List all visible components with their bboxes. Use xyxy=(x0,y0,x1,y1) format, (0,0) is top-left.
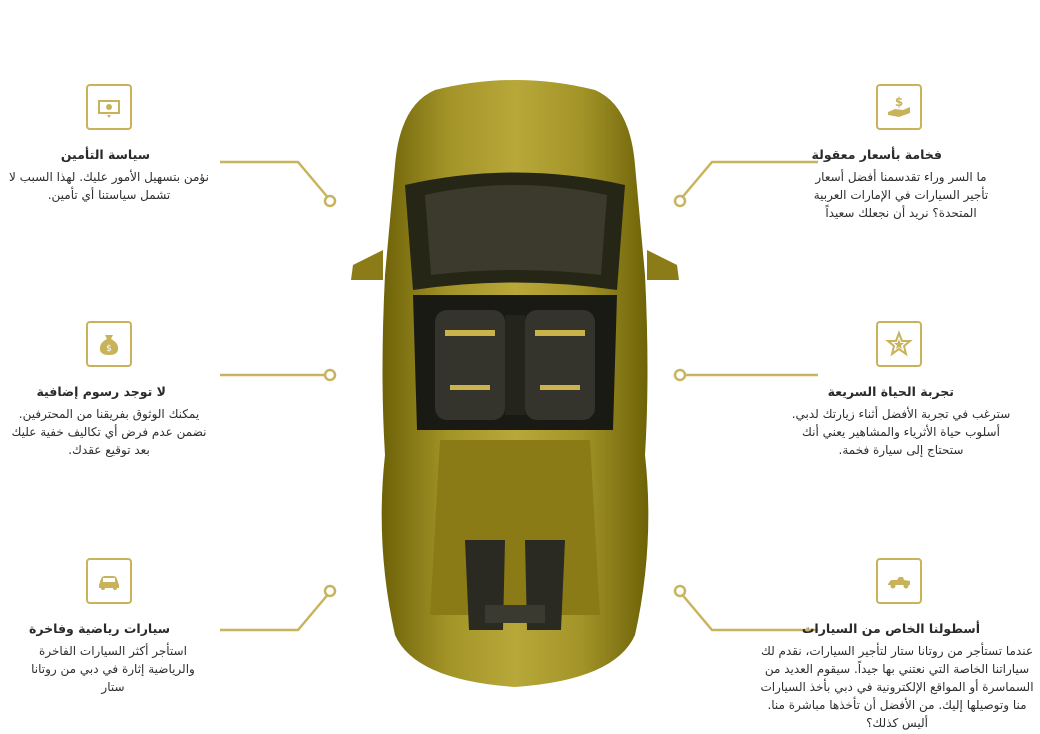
race-car-icon xyxy=(876,558,922,604)
feature-description: ما السر وراء تقدسمنا أفضل أسعار تأجير ال… xyxy=(813,170,989,220)
money-note-icon xyxy=(86,84,132,130)
feature-description: عندما تستأجر من روتانا ستار لتأجير السيا… xyxy=(760,644,1034,730)
car-icon xyxy=(86,558,132,604)
star-icon xyxy=(876,321,922,367)
feature-description: يمكنك الوثوق بفريقنا من المحترفين. نضمن … xyxy=(11,407,207,457)
feature-title: سياسة التأمين xyxy=(60,147,150,162)
money-bag-icon: $ xyxy=(86,321,132,367)
svg-text:$: $ xyxy=(895,95,903,109)
dollar-hand-icon: $ xyxy=(876,84,922,130)
feature-description: استأجر أكثر السيارات الفاخرة والرياضية إ… xyxy=(31,644,195,694)
feature-title: سيارات رياضية وفاخرة xyxy=(29,621,170,636)
feature-title: تجربة الحياة السريعة xyxy=(827,384,954,399)
car-image xyxy=(351,80,679,687)
feature-title: فخامة بأسعار معقولة xyxy=(811,147,942,162)
feature-title: لا توجد رسوم إضافية xyxy=(36,384,166,399)
feature-description: نؤمن بتسهيل الأمور عليك. لهذا السبب لا ت… xyxy=(9,170,209,202)
feature-description: سترغب في تجربة الأفضل أثناء زيارتك لدبي.… xyxy=(791,407,1011,457)
svg-text:$: $ xyxy=(106,344,112,354)
feature-title: أسطولنا الخاص من السيارات xyxy=(801,621,980,636)
